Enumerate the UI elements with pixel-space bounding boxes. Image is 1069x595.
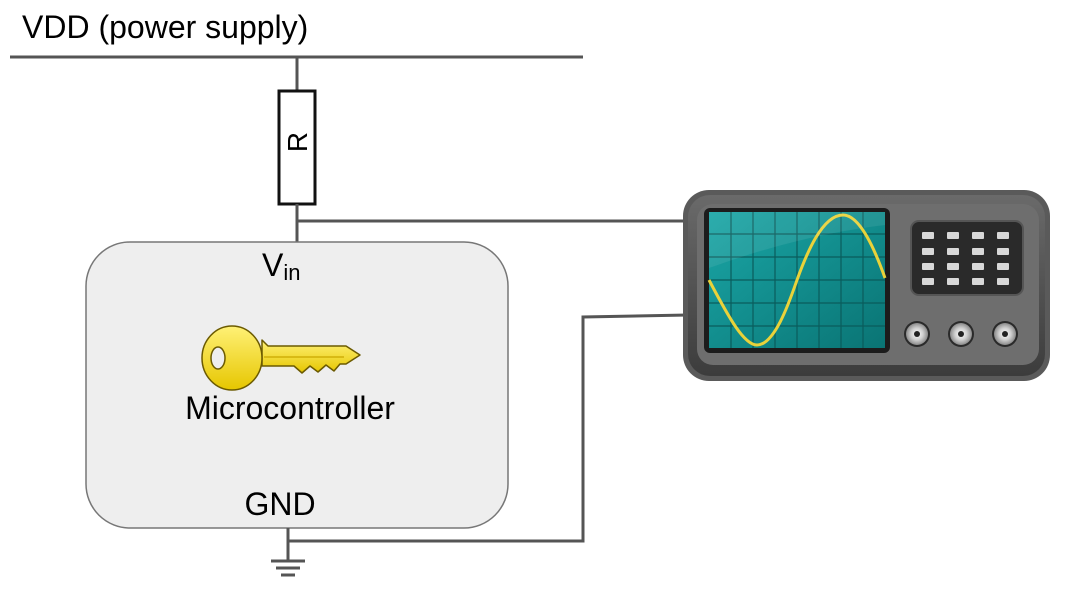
scope-buttons <box>922 232 1009 285</box>
ground-symbol <box>271 559 305 577</box>
resistor: R <box>277 89 317 206</box>
probe-wire-gnd <box>288 313 689 543</box>
scope-grid <box>709 212 885 348</box>
gnd-label: GND <box>244 486 315 522</box>
vin-subscript: in <box>283 260 300 285</box>
vin-label: Vin <box>262 247 300 285</box>
supply-label: VDD (power supply) <box>22 9 308 45</box>
scope-connector-3 <box>992 321 1018 347</box>
scope-trace <box>707 213 887 347</box>
microcontroller-box <box>85 241 509 529</box>
resistor-label: R <box>282 132 313 152</box>
microcontroller-label: Microcontroller <box>185 390 395 426</box>
oscilloscope-icon <box>683 190 1050 381</box>
scope-connector-1 <box>904 321 930 347</box>
scope-connector-2 <box>948 321 974 347</box>
key-icon <box>201 325 361 391</box>
scope-button-panel <box>910 220 1024 296</box>
